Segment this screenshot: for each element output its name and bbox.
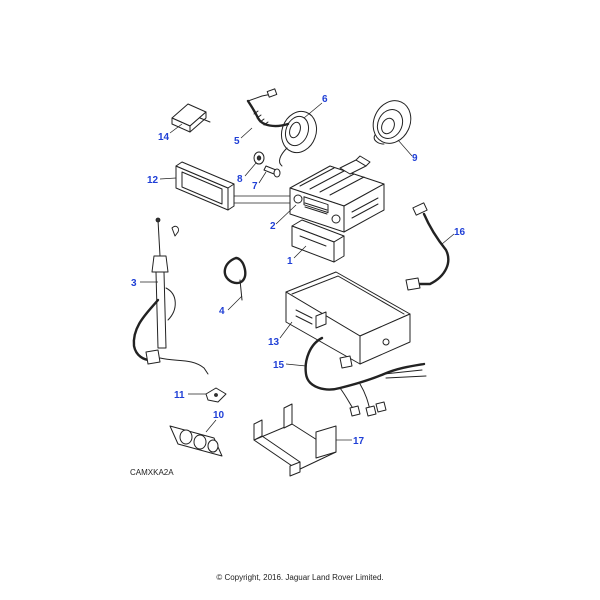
callout-14: 14 (158, 132, 170, 143)
leader-lines (140, 102, 455, 441)
callout-10: 10 (213, 410, 225, 421)
part-15-harness (304, 336, 427, 417)
part-11-clip (205, 387, 227, 403)
part-9-speaker (372, 100, 412, 145)
part-12-trim-surround (175, 161, 235, 211)
diagram-reference-code: CAMXKA2A (130, 468, 174, 477)
callout-11: 11 (174, 390, 185, 401)
callout-1: 1 (287, 256, 293, 267)
part-3-aerial (132, 217, 209, 375)
part-8-washer (253, 151, 265, 165)
callout-6: 6 (322, 94, 328, 105)
callout-7: 7 (252, 181, 258, 192)
callout-13: 13 (268, 337, 280, 348)
callout-4: 4 (219, 306, 225, 317)
part-10-bracket (169, 425, 223, 457)
callout-12: 12 (147, 175, 159, 186)
callout-8: 8 (237, 174, 243, 185)
callout-2: 2 (270, 221, 276, 232)
part-7-screw (263, 165, 281, 178)
callout-17: 17 (353, 436, 365, 447)
part-5-speaker-lead (246, 88, 290, 128)
callout-labels: 14 5 6 9 8 7 12 2 1 16 3 4 13 15 11 10 1… (131, 94, 466, 447)
callout-9: 9 (412, 153, 418, 164)
callout-5: 5 (234, 136, 240, 147)
part-4-strap (223, 256, 247, 301)
callout-15: 15 (273, 360, 285, 371)
callout-16: 16 (454, 227, 466, 238)
part-6-speaker (279, 110, 318, 167)
part-17-tray (253, 403, 337, 477)
part-14-module (171, 103, 211, 133)
part-2-radio-unit (289, 155, 385, 233)
part-16-aerial-lead (405, 202, 450, 291)
part-13-cd-changer (285, 271, 411, 365)
copyright-notice: © Copyright, 2016. Jaguar Land Rover Lim… (216, 573, 384, 582)
part-1-cassette (291, 219, 345, 263)
callout-3: 3 (131, 278, 137, 289)
